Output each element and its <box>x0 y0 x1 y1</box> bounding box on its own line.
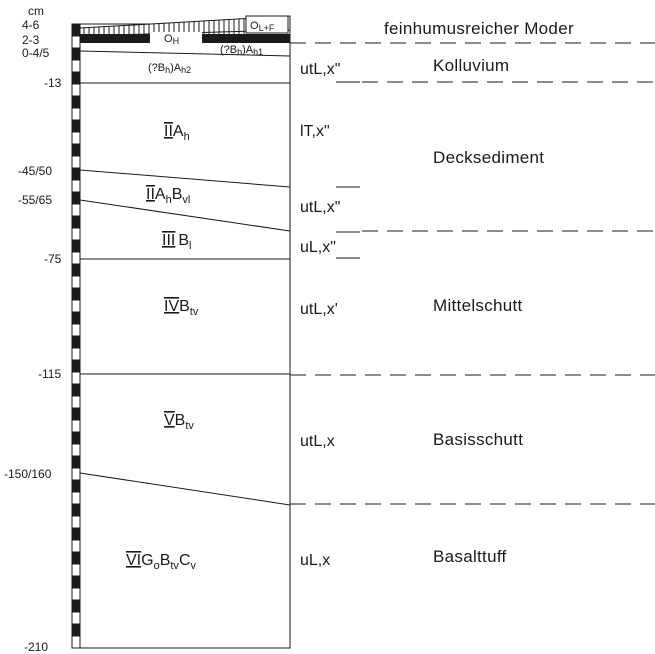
soil-texture: lT,x" <box>300 123 330 140</box>
scale-block <box>71 419 81 433</box>
depth-label: -75 <box>44 252 62 266</box>
soil-texture: utL,x' <box>300 301 338 318</box>
scale-block <box>71 35 81 49</box>
soil-texture: utL,x" <box>300 199 340 216</box>
scale-block <box>71 359 81 373</box>
scale-block <box>71 599 81 613</box>
boundary-45-50 <box>79 169 291 188</box>
substrate-label: Mittelschutt <box>433 296 523 315</box>
depth-scale-bar <box>71 23 81 649</box>
soil-texture: utL,x" <box>300 61 340 78</box>
scale-block <box>71 71 81 85</box>
horizon-oh: OH <box>164 33 179 46</box>
substrate-label: Kolluvium <box>433 56 509 75</box>
horizon-ii-ah: IIAh <box>164 123 190 143</box>
scale-block <box>71 371 81 385</box>
scale-block <box>71 215 81 229</box>
scale-block <box>71 623 81 637</box>
scale-block <box>71 251 81 265</box>
scale-block <box>71 119 81 133</box>
scale-block <box>71 383 81 397</box>
scale-block <box>71 503 81 517</box>
scale-block <box>71 575 81 589</box>
scale-block <box>71 59 81 73</box>
boundary-55-65 <box>79 199 291 232</box>
scale-block <box>71 479 81 493</box>
scale-block <box>71 47 81 61</box>
depth-label: -45/50 <box>18 164 52 178</box>
depth-label: -150/160 <box>4 467 52 481</box>
horizon-v-btv: VBtv <box>164 412 194 432</box>
scale-block <box>71 527 81 541</box>
scale-block <box>71 563 81 577</box>
scale-block <box>71 143 81 157</box>
scale-block <box>71 407 81 421</box>
horizon-olf: OL+F <box>250 20 275 33</box>
scale-block <box>71 83 81 97</box>
boundary-ah1-ah2 <box>79 50 291 57</box>
scale-block <box>71 23 81 37</box>
scale-block <box>71 203 81 217</box>
scale-block <box>71 95 81 109</box>
oh-label-box <box>150 32 202 43</box>
scale-block <box>71 275 81 289</box>
scale-block <box>71 299 81 313</box>
scale-block <box>71 131 81 145</box>
scale-block <box>71 431 81 445</box>
depth-label: 2-3 <box>22 33 40 47</box>
soil-texture: uL,x <box>300 552 330 569</box>
depth-label: -55/65 <box>18 193 52 207</box>
depth-label: -13 <box>44 76 62 90</box>
horizon-ii-ahbvl: IIAhBvl <box>146 186 190 206</box>
depth-label: -115 <box>38 367 61 381</box>
scale-block <box>71 239 81 253</box>
olf-label-box <box>245 15 289 34</box>
scale-block <box>71 155 81 169</box>
scale-block <box>71 323 81 337</box>
scale-block <box>71 587 81 601</box>
scale-block <box>71 227 81 241</box>
scale-block <box>71 443 81 457</box>
scale-block <box>71 455 81 469</box>
unit-label: cm <box>28 4 44 18</box>
scale-block <box>71 263 81 277</box>
boundary-150-160 <box>79 472 291 506</box>
horizon-iv-btv: IVBtv <box>164 298 199 318</box>
substrate-label: Basalttuff <box>433 547 507 566</box>
soil-texture: uL,x" <box>300 239 336 256</box>
scale-block <box>71 491 81 505</box>
horizon-ah2: (?Bh)Ah2 <box>148 62 191 75</box>
scale-block <box>71 167 81 181</box>
depth-label: -210 <box>24 640 48 654</box>
soil-texture: utL,x <box>300 433 335 450</box>
scale-block <box>71 515 81 529</box>
scale-block <box>71 107 81 121</box>
scale-block <box>71 635 81 649</box>
substrate-label: Basisschutt <box>433 430 523 449</box>
substrate-label: Decksediment <box>433 148 544 167</box>
scale-block <box>71 551 81 565</box>
scale-block <box>71 191 81 205</box>
substrate-label: feinhumusreicher Moder <box>384 19 574 38</box>
scale-block <box>71 467 81 481</box>
depth-label: 0-4/5 <box>22 46 50 60</box>
scale-block <box>71 347 81 361</box>
scale-block <box>71 179 81 193</box>
scale-block <box>71 611 81 625</box>
organic-layer-wedge <box>79 15 291 37</box>
scale-block <box>71 335 81 349</box>
scale-block <box>71 287 81 301</box>
scale-block <box>71 311 81 325</box>
scale-block <box>71 395 81 409</box>
horizon-ah1: (?Bh)Ah1 <box>220 44 263 57</box>
depth-label: 4-6 <box>22 18 40 32</box>
horizon-vi-gobtvcv: VIGoBtvCv <box>126 552 197 572</box>
scale-block <box>71 539 81 553</box>
